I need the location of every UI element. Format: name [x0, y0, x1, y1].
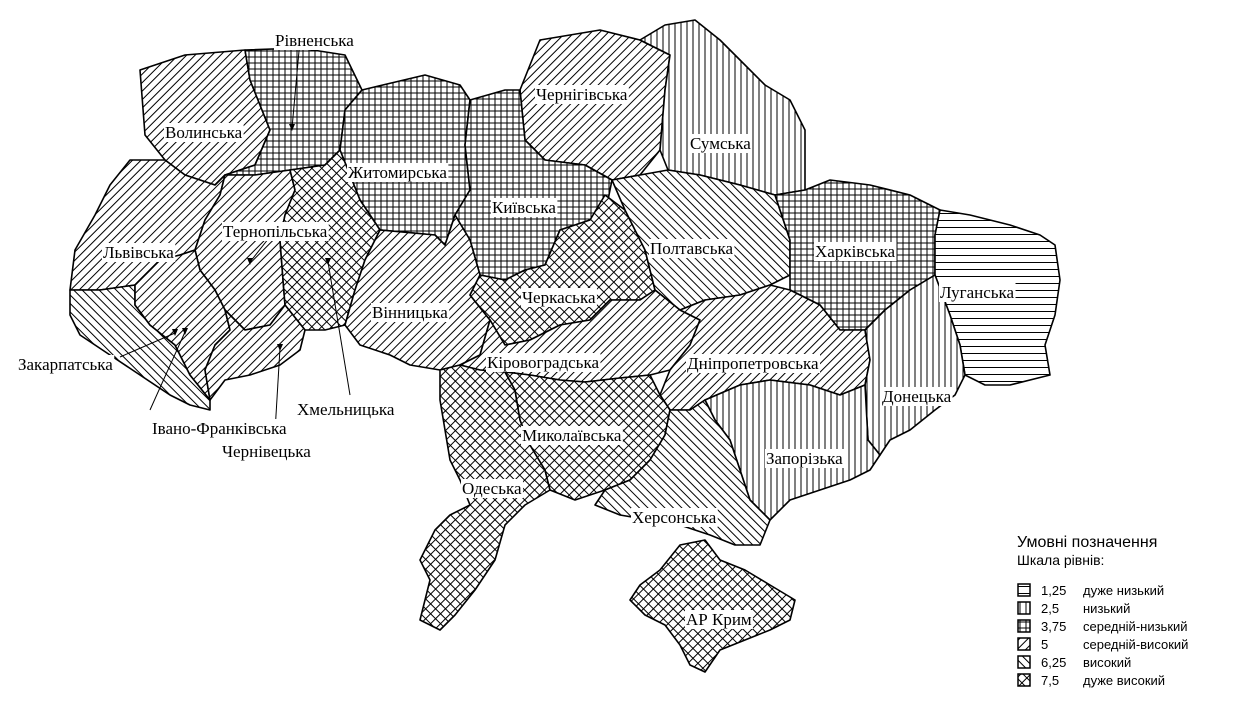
legend-value: 2,5: [1041, 600, 1060, 616]
label-background: [371, 303, 450, 322]
legend-value: 7,5: [1041, 672, 1060, 688]
label-херсонська: Херсонська: [632, 508, 717, 527]
label-черкаська: Черкаська: [522, 288, 596, 307]
legend-title: Умовні позначення: [1017, 534, 1158, 551]
label-львівська: Львівська: [103, 243, 174, 262]
legend-item-horizontal: 1,25 дуже низький: [1017, 581, 1239, 599]
region-чернівецька[interactable]: [204, 304, 306, 401]
label-background: [486, 353, 601, 372]
label-донецька: Донецька: [882, 387, 952, 406]
label-полтавська: Полтавська: [650, 239, 733, 258]
label-background: [765, 449, 845, 468]
regions-layer: [69, 19, 1061, 673]
label-хмельницька: Хмельницька: [297, 400, 395, 419]
leader-arrow-закарпатська: [172, 329, 178, 336]
label-харківська: Харківська: [815, 242, 896, 261]
label-дніпропетровська: Дніпропетровська: [687, 354, 819, 373]
legend-label: середній-низький: [1083, 618, 1188, 634]
legend-swatch-horizontal-icon: [1017, 583, 1031, 597]
leader-line-івано-франківська: [149, 331, 186, 411]
region-ар-крим[interactable]: [629, 539, 796, 673]
leader-line-закарпатська: [119, 332, 176, 358]
legend-label: високий: [1083, 654, 1132, 670]
label-чернівецька: Чернівецька: [222, 442, 311, 461]
label-background: [631, 508, 718, 527]
label-ар-крим: АР Крим: [686, 610, 752, 629]
label-житомирська: Житомирська: [348, 163, 447, 182]
legend-item-crosshatch: 7,5 дуже високий: [1017, 671, 1239, 689]
label-background: [151, 419, 289, 438]
leader-line-хмельницька: [327, 261, 351, 396]
legend-label: дуже високий: [1083, 672, 1166, 688]
label-background: [521, 288, 597, 307]
legend-value: 3,75: [1041, 618, 1067, 634]
label-миколаївська: Миколаївська: [522, 426, 622, 445]
legend-item-grid: 3,75 середній-низький: [1017, 617, 1239, 635]
label-background: [939, 283, 1016, 302]
legend-swatch-diag-right-icon: [1017, 637, 1031, 651]
legend-swatch-grid-icon: [1017, 619, 1031, 633]
label-background: [491, 198, 558, 217]
leader-arrow-тернопільська: [247, 258, 253, 265]
label-івано-франківська: Івано-Франківська: [152, 419, 287, 438]
label-background: [649, 239, 735, 258]
label-київська: Київська: [492, 198, 556, 217]
label-background: [461, 479, 523, 498]
label-background: [686, 354, 821, 373]
legend: Умовні позначення Шкала рівнів: 1,25 дуже…: [1017, 533, 1239, 689]
leader-arrow-хмельницька: [325, 258, 331, 265]
region-сумська[interactable]: [639, 19, 806, 196]
label-background: [521, 426, 623, 445]
label-background: [222, 222, 329, 241]
leader-lines: [119, 39, 351, 433]
legend-items: 1,25 дуже низький 2,5 низький 3,75 середній-н…: [1017, 581, 1239, 689]
label-background: [274, 31, 356, 50]
legend-label: середній-високий: [1083, 636, 1189, 652]
legend-swatch-vertical-icon: [1017, 601, 1031, 615]
legend-item-diag-left: 6,25 високий: [1017, 653, 1239, 671]
label-одеська: Одеська: [462, 479, 522, 498]
label-background: [164, 123, 244, 142]
label-background: [296, 400, 396, 419]
label-background: [347, 163, 449, 182]
legend-label: низький: [1083, 600, 1131, 616]
label-вінницька: Вінницька: [372, 303, 448, 322]
legend-swatch-crosshatch-icon: [1017, 673, 1031, 687]
label-закарпатська: Закарпатська: [18, 355, 113, 374]
label-background: [689, 134, 753, 153]
label-рівненська: Рівненська: [275, 31, 354, 50]
legend-value: 1,25: [1041, 582, 1067, 598]
leader-arrow-рівненська: [289, 124, 295, 131]
leader-arrow-чернівецька: [277, 344, 283, 351]
label-запорізька: Запорізька: [766, 449, 843, 468]
label-чернігівська: Чернігівська: [536, 85, 628, 104]
label-тернопільська: Тернопільська: [223, 222, 328, 241]
legend-label: дуже низький: [1083, 582, 1165, 598]
label-background: [221, 442, 313, 461]
legend-value: 6,25: [1041, 654, 1067, 670]
label-background: [881, 387, 953, 406]
legend-swatch-diag-left-icon: [1017, 655, 1031, 669]
label-кіровоградська: Кіровоградська: [487, 353, 599, 372]
label-луганська: Луганська: [940, 283, 1015, 302]
legend-item-diag-right: 5 середній-високий: [1017, 635, 1239, 653]
label-волинська: Волинська: [165, 123, 243, 142]
label-background: [535, 85, 629, 104]
leader-line-рівненська: [291, 39, 301, 129]
legend-item-vertical: 2,5 низький: [1017, 599, 1239, 617]
leader-arrow-івано-франківська: [182, 328, 188, 335]
label-background: [685, 610, 753, 629]
legend-subtitle: Шкала рівнів:: [1017, 552, 1105, 568]
label-background: [814, 242, 897, 261]
legend-value: 5: [1041, 636, 1049, 652]
label-background: [102, 243, 176, 262]
leader-line-чернівецька: [274, 347, 281, 433]
label-background: [17, 355, 115, 374]
label-сумська: Сумська: [690, 134, 751, 153]
